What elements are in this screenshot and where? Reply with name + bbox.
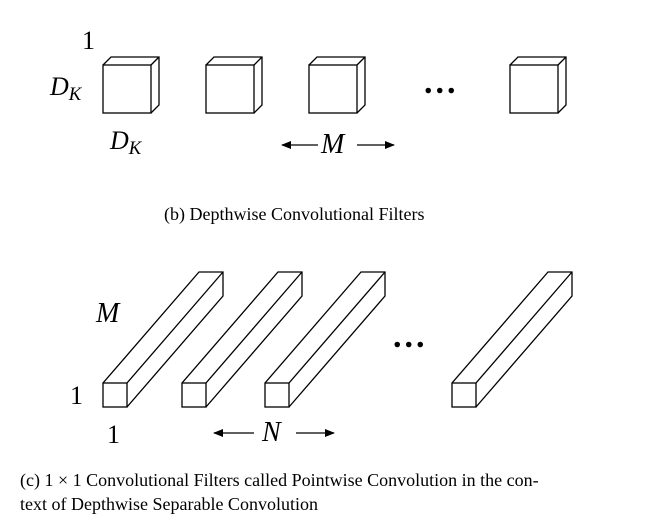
pointwise-filter-2	[181, 271, 303, 408]
pointwise-filter-last	[451, 271, 573, 408]
depthwise-caption: (b) Depthwise Convolutional Filters	[164, 204, 425, 224]
pointwise-caption-line1: (c) 1 × 1 Convolutional Filters called P…	[20, 470, 539, 490]
pointwise-ellipsis: ...	[393, 318, 428, 355]
pointwise-filter-1	[102, 271, 224, 408]
pointwise-arrow-label: N	[262, 417, 281, 448]
depthwise-ellipsis: ...	[424, 64, 459, 101]
pointwise-bottom-label: 1	[107, 420, 120, 449]
depthwise-side-label: DK	[50, 72, 81, 105]
depthwise-bottom-label-sub: K	[128, 138, 142, 160]
depthwise-arrow-label: M	[321, 129, 345, 160]
pointwise-caption-line2: text of Depthwise Separable Convolution	[20, 494, 318, 514]
depthwise-filter-last	[509, 56, 567, 114]
depthwise-filter-3	[308, 56, 366, 114]
pointwise-depth-label: M	[96, 298, 120, 329]
depthwise-bottom-label-main: D	[110, 126, 129, 155]
depthwise-filter-2	[205, 56, 263, 114]
depthwise-side-label-main: D	[50, 72, 69, 101]
pointwise-filter-3	[264, 271, 386, 408]
depthwise-side-label-sub: K	[68, 84, 82, 106]
depthwise-filter-1	[102, 56, 160, 114]
depthwise-top-label: 1	[82, 26, 95, 55]
pointwise-side-label: 1	[70, 381, 83, 410]
depthwise-bottom-label: DK	[110, 126, 141, 159]
